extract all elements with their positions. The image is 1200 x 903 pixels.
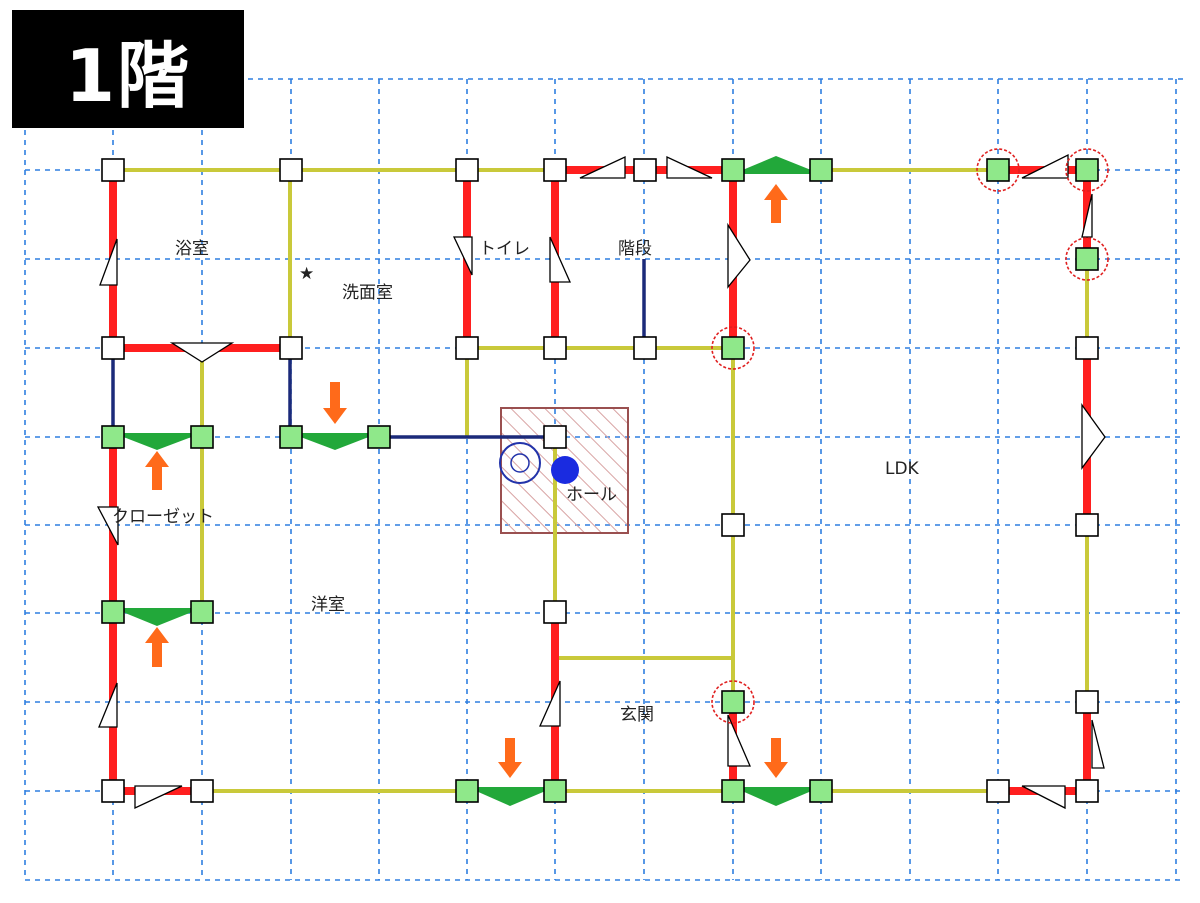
window-bath [99,238,118,286]
window-bath-washroom [169,342,235,363]
windows [96,153,1106,810]
door-western-room [113,608,202,626]
window-top-1 [579,155,626,179]
window-ldk-right-top [1081,193,1093,238]
room-label-closet: クローゼット [112,507,214,527]
room-label-washroom: 洗面室 [342,283,393,303]
doors [113,156,821,806]
door-washroom [290,433,379,450]
door-entrance-left [467,787,555,806]
arrow-up-icon [145,627,169,667]
window-entrance [538,680,561,727]
window-ldk-right-bottom [1091,719,1105,769]
door-closet-top [113,433,202,450]
arrow-down-icon [323,382,347,424]
marker-star: ★ [299,264,314,284]
hall-marker [499,442,579,484]
window-top-2 [666,155,713,179]
arrows [145,184,788,778]
window-ldk-top [1021,153,1069,179]
window-entrance-right [727,714,751,767]
window-western-room [98,682,118,728]
arrow-up-icon [145,451,169,490]
window-stair [727,222,751,289]
arrow-up-icon [764,184,788,223]
room-label-ldk: LDK [885,459,920,479]
room-label-toilet: トイレ [479,239,530,259]
highlight-circles [711,148,1109,724]
floor-title: 1階 [12,10,244,128]
arrow-down-icon [764,738,788,778]
window-bottom-left [134,785,183,810]
room-label-stairs: 階段 [618,239,652,259]
window-ldk-bottom [1021,785,1066,810]
room-label-hall: ホール [566,485,617,505]
door-entrance-right [733,787,821,806]
partition-lines [111,259,646,439]
window-toilet [452,236,473,276]
room-label-western-room: 洋室 [311,595,345,615]
nodes [101,158,1099,803]
room-label-bath: 浴室 [175,239,209,259]
door-top [733,156,821,174]
window-ldk-right [1081,402,1106,470]
arrow-down-icon [498,738,522,778]
window-closet [96,506,119,546]
room-label-entrance: 玄関 [620,705,654,725]
window-toilet-right [549,236,572,283]
